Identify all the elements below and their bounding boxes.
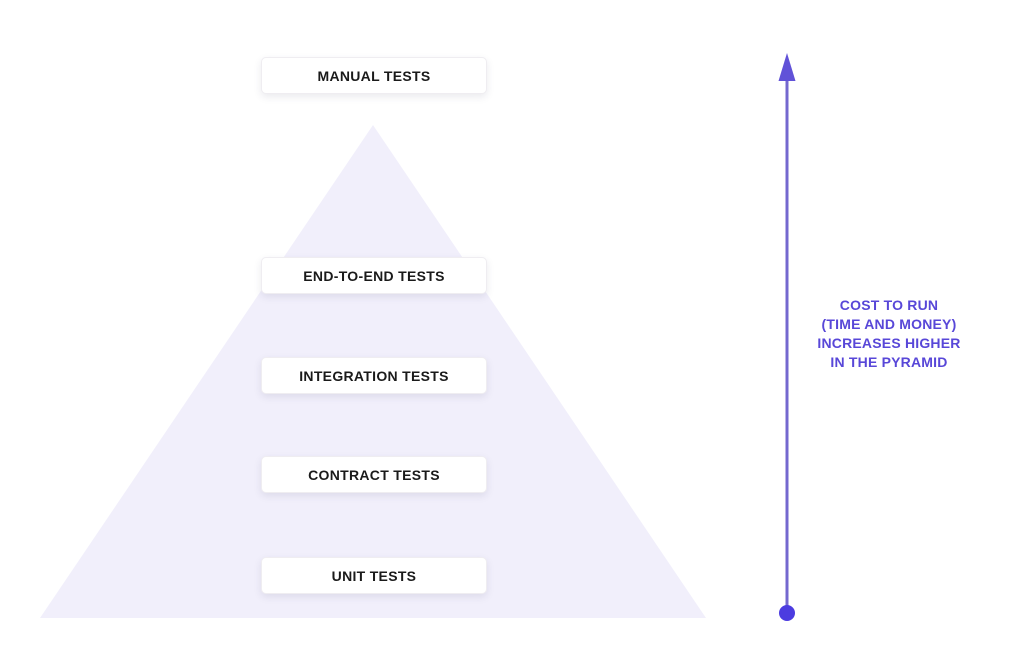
pyramid-level-end-to-end-tests: END-TO-END TESTS: [261, 257, 487, 294]
cost-up-arrow-icon: [778, 53, 796, 621]
cost-annotation-line-3: INCREASES HIGHER: [817, 335, 961, 351]
level-label-unit-tests: UNIT TESTS: [331, 567, 417, 584]
pyramid-level-integration-tests: INTEGRATION TESTS: [261, 357, 487, 394]
cost-annotation-line-4: IN THE PYRAMID: [830, 354, 948, 370]
pyramid-level-unit-tests: UNIT TESTS: [261, 557, 487, 594]
level-label-integration-tests: INTEGRATION TESTS: [299, 367, 449, 384]
level-label-end-to-end-tests: END-TO-END TESTS: [303, 267, 445, 284]
cost-annotation-line-2: (TIME AND MONEY): [821, 316, 957, 332]
pyramid-level-contract-tests: CONTRACT TESTS: [261, 456, 487, 493]
pyramid-level-manual-tests: MANUAL TESTS: [261, 57, 487, 94]
cost-annotation-line-1: COST TO RUN: [839, 297, 939, 313]
level-label-contract-tests: CONTRACT TESTS: [308, 466, 440, 483]
level-label-manual-tests: MANUAL TESTS: [317, 67, 431, 84]
cost-annotation: COST TO RUN (TIME AND MONEY) INCREASES H…: [806, 296, 972, 372]
